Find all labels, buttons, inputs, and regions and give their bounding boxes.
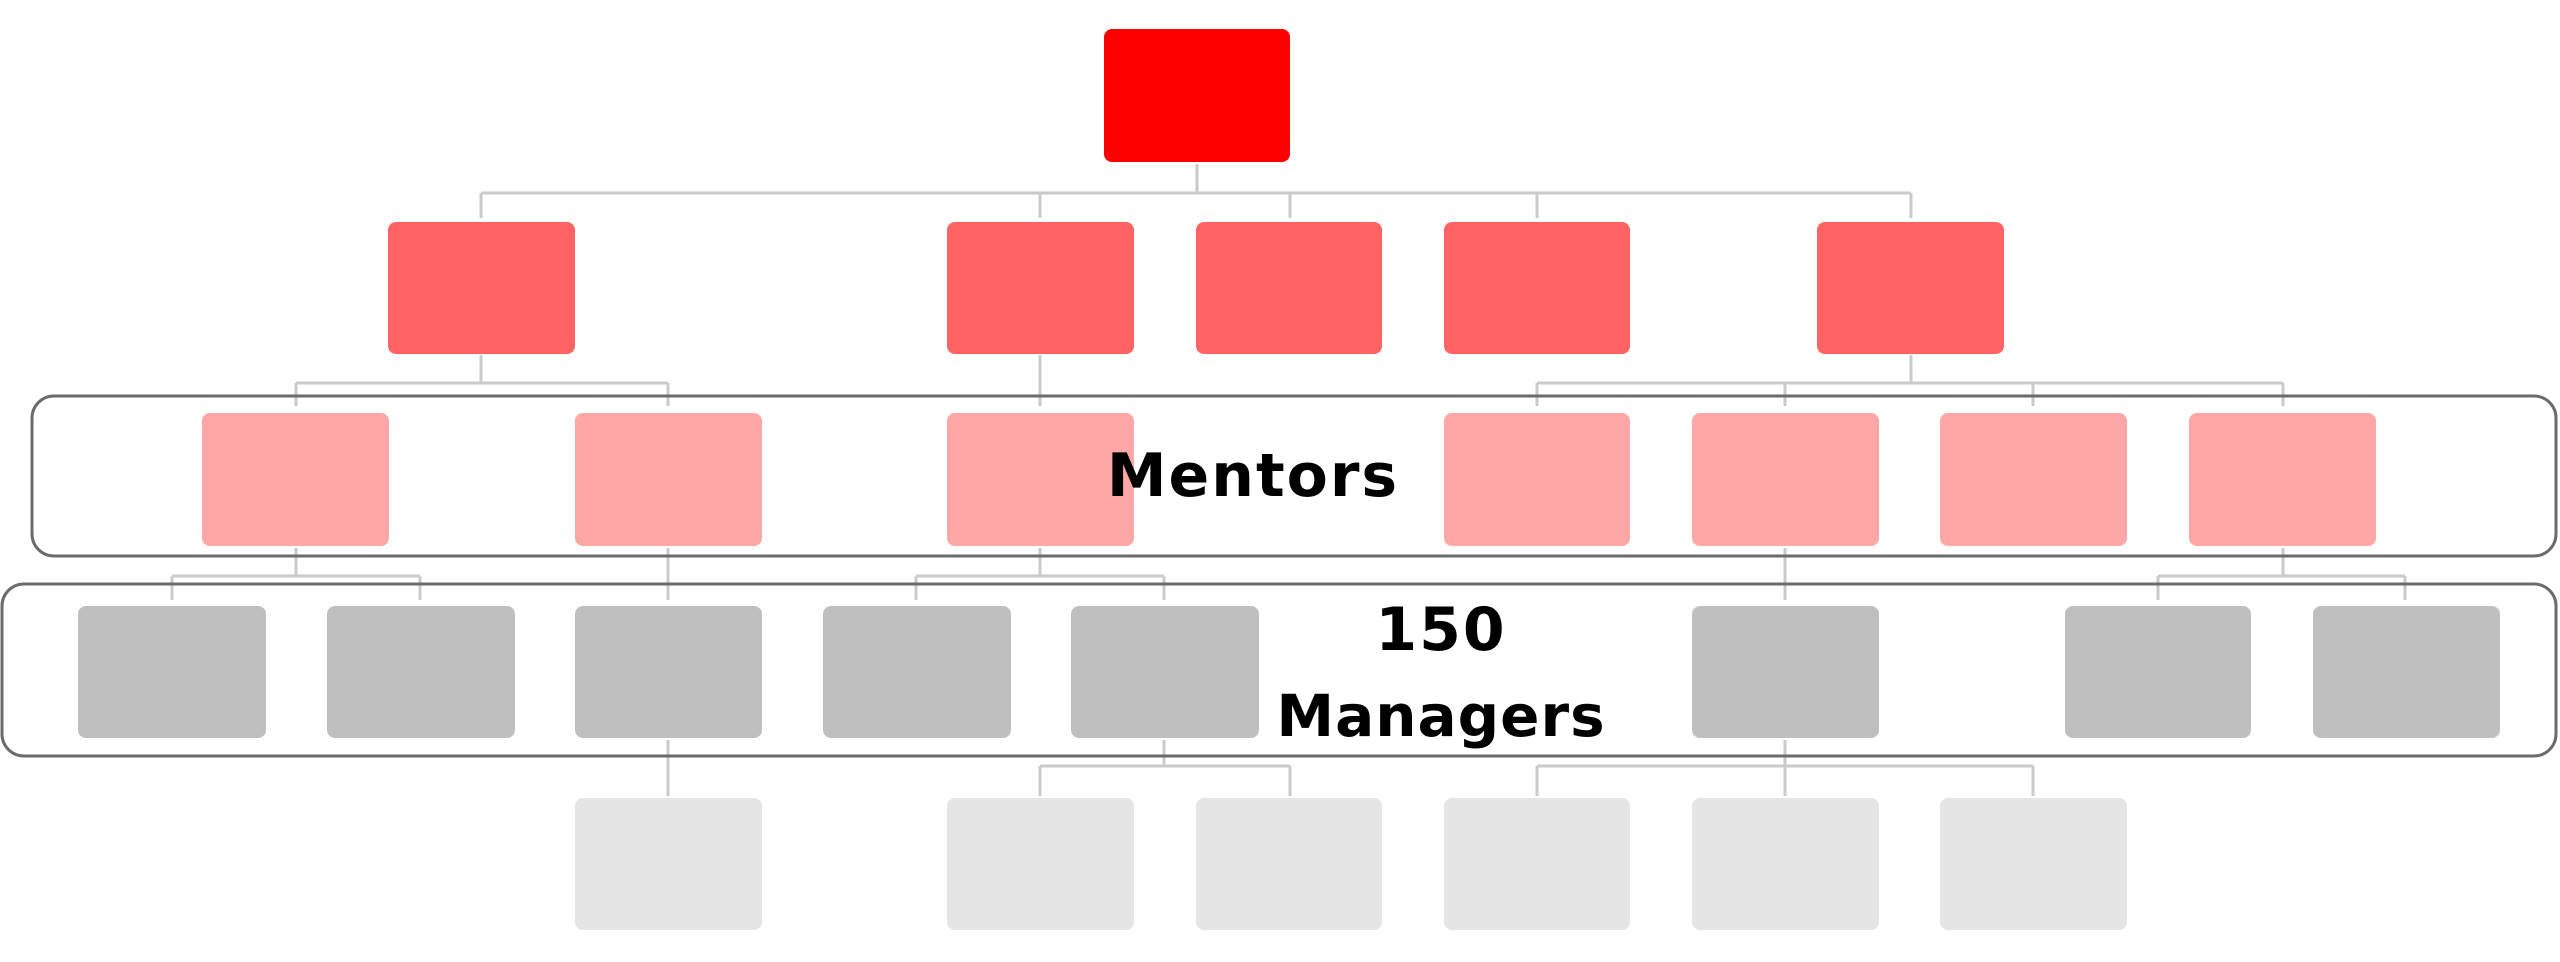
manager-row [78, 606, 2500, 738]
managers-band [0, 582, 2558, 758]
staff-node [1692, 798, 1879, 930]
manager-node [823, 606, 1011, 738]
mentors-band [30, 394, 2558, 558]
manager-node [327, 606, 515, 738]
level-1-node [388, 222, 575, 354]
connector-l1-e [1535, 355, 2285, 406]
connector-manager-6 [1535, 740, 2035, 796]
staff-node [1444, 798, 1630, 930]
staff-node [575, 798, 762, 930]
connector-mentor-3 [914, 548, 1166, 600]
mentor-node [1692, 413, 1879, 546]
connector-mentor-1 [170, 548, 422, 600]
managers-count-label: 150 [1375, 595, 1506, 665]
level-1-node [1196, 222, 1382, 354]
mentor-node [2189, 413, 2376, 546]
mentor-node [1940, 413, 2127, 546]
connector-l1-a [294, 355, 670, 406]
level-1-node [1444, 222, 1630, 354]
staff-node [1940, 798, 2127, 930]
root-level [1104, 29, 1290, 162]
mentors-label: Mentors [1107, 441, 1399, 511]
manager-node [1692, 606, 1879, 738]
manager-node [2313, 606, 2500, 738]
connector-lines [170, 164, 2407, 796]
mentor-node [1444, 413, 1630, 546]
mentor-row [202, 413, 2376, 546]
mentor-node [202, 413, 389, 546]
staff-row [575, 798, 2127, 930]
manager-node [78, 606, 266, 738]
staff-node [1196, 798, 1382, 930]
mentor-node [575, 413, 762, 546]
connector-manager-5 [1038, 740, 1292, 796]
root-node [1104, 29, 1290, 162]
staff-node [947, 798, 1134, 930]
level-1-row [388, 222, 2004, 354]
level-1-node [947, 222, 1134, 354]
manager-node [575, 606, 762, 738]
managers-word-label: Managers [1276, 682, 1605, 750]
manager-node [1071, 606, 1259, 738]
manager-node [2065, 606, 2251, 738]
connector-root [479, 164, 1913, 218]
level-1-node [1817, 222, 2004, 354]
connector-mentor-7 [2156, 548, 2407, 600]
mentor-node [947, 413, 1134, 546]
